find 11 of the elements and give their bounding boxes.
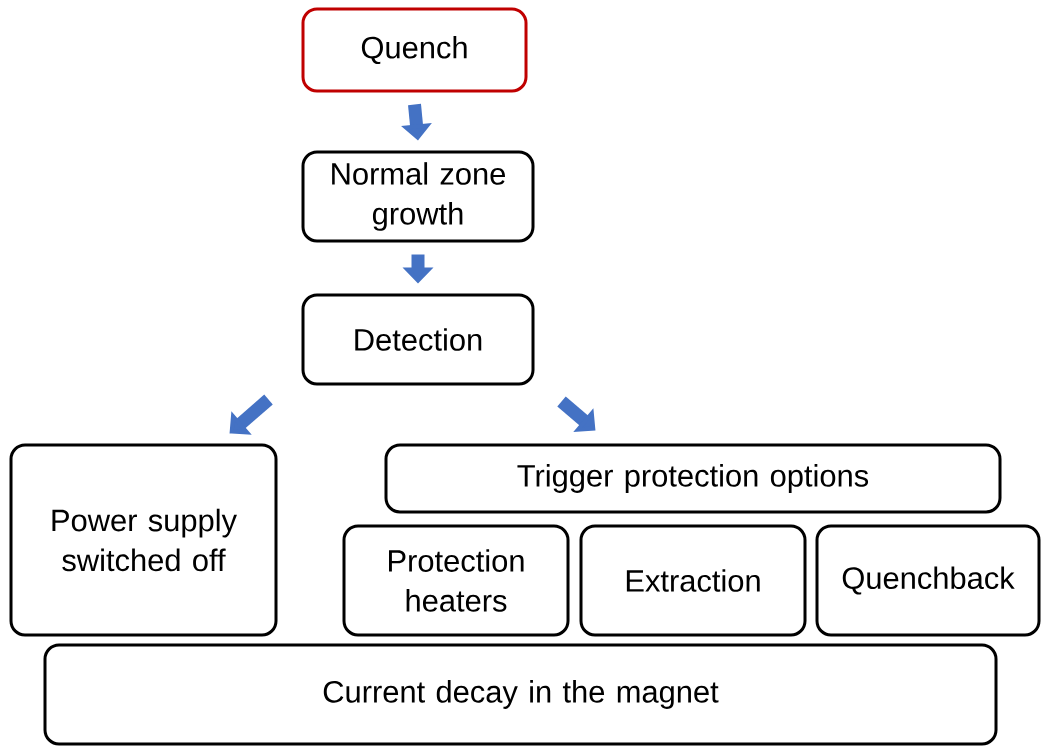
process-box: Power supply switched off	[9, 443, 278, 637]
process-box: Detection	[301, 293, 535, 386]
process-box: Trigger protection options	[384, 443, 1002, 514]
process-box: Normal zone growth	[301, 150, 535, 243]
block-arrow	[229, 394, 273, 435]
process-box: Quench	[301, 7, 528, 93]
process-box: Current decay in the magnet	[43, 643, 998, 746]
process-box: Extraction	[579, 524, 807, 637]
block-arrow	[557, 396, 596, 432]
process-box: Protection heaters	[342, 524, 570, 637]
process-box: Quenchback	[815, 524, 1041, 637]
